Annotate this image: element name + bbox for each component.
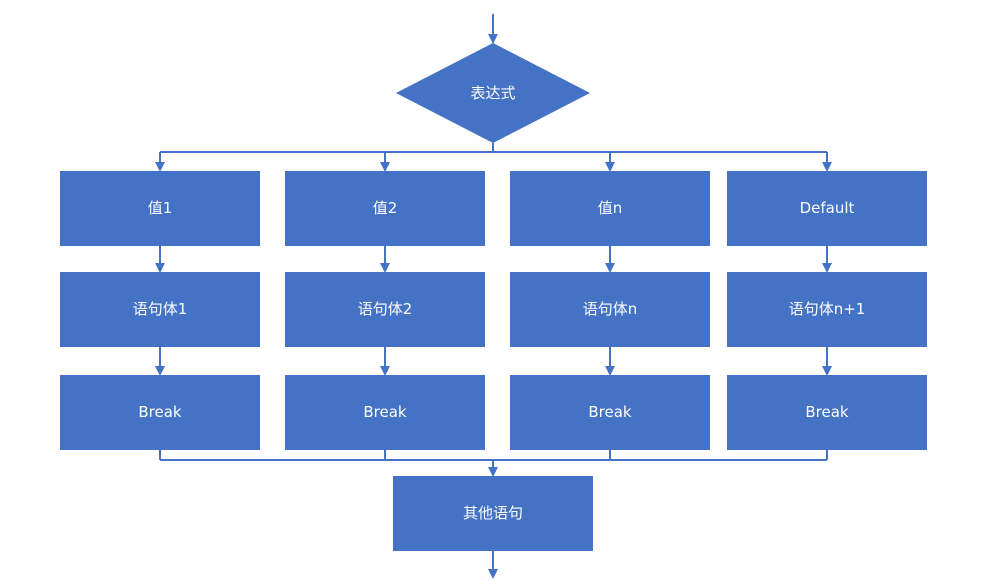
value-box-default bbox=[727, 171, 927, 246]
body-label-n: 语句体n bbox=[583, 300, 638, 318]
break-label-default: Break bbox=[805, 403, 849, 421]
decision-label: 表达式 bbox=[470, 84, 515, 102]
value-box-n bbox=[510, 171, 710, 246]
branch-default: Default 语句体n+1 Break bbox=[727, 171, 927, 450]
body-box-default bbox=[727, 272, 927, 347]
merge-box bbox=[393, 476, 593, 551]
branch-2: 值2 语句体2 Break bbox=[285, 171, 485, 450]
value-box-2 bbox=[285, 171, 485, 246]
break-box-default bbox=[727, 375, 927, 450]
value-box-1 bbox=[60, 171, 260, 246]
break-box-1 bbox=[60, 375, 260, 450]
break-label-1: Break bbox=[138, 403, 182, 421]
decision-diamond bbox=[396, 43, 590, 143]
body-box-1 bbox=[60, 272, 260, 347]
branch-n: 值n 语句体n Break bbox=[510, 171, 710, 450]
value-label-default: Default bbox=[800, 199, 855, 217]
branch-1: 值1 语句体1 Break bbox=[60, 171, 260, 450]
body-box-n bbox=[510, 272, 710, 347]
decision-node: 表达式 bbox=[396, 43, 590, 143]
merge-label: 其他语句 bbox=[463, 504, 523, 522]
value-label-1: 值1 bbox=[148, 199, 173, 217]
merge-node: 其他语句 bbox=[393, 476, 593, 551]
value-label-n: 值n bbox=[598, 199, 623, 217]
connectors bbox=[155, 14, 832, 579]
body-label-2: 语句体2 bbox=[358, 300, 413, 318]
body-label-1: 语句体1 bbox=[133, 300, 188, 318]
break-box-2 bbox=[285, 375, 485, 450]
break-label-n: Break bbox=[588, 403, 632, 421]
break-label-2: Break bbox=[363, 403, 407, 421]
value-label-2: 值2 bbox=[373, 199, 398, 217]
body-label-default: 语句体n+1 bbox=[789, 300, 866, 318]
break-box-n bbox=[510, 375, 710, 450]
body-box-2 bbox=[285, 272, 485, 347]
